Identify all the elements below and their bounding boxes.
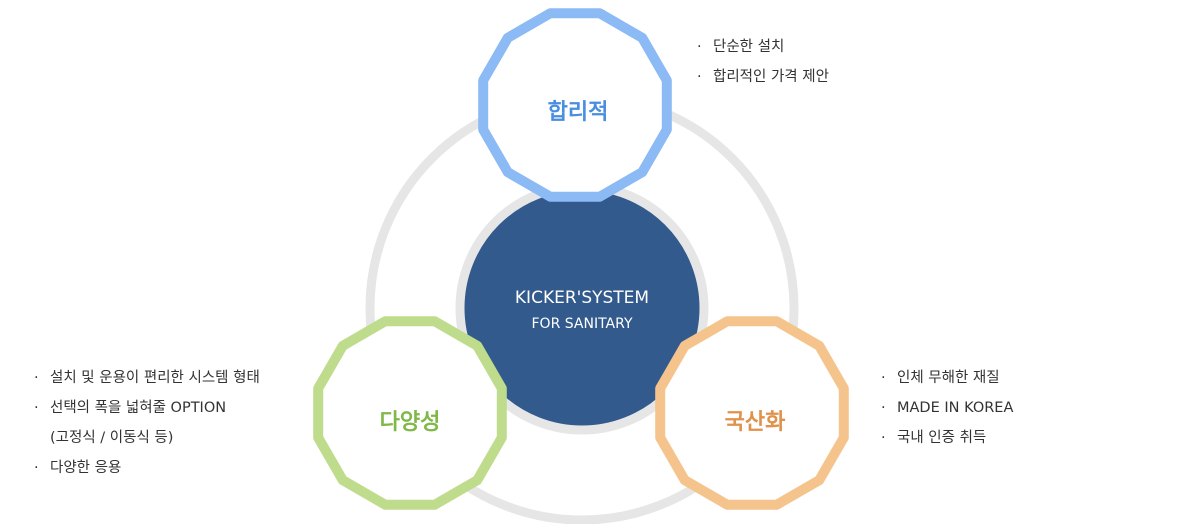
dodecagon-left bbox=[313, 316, 507, 510]
bullet-item: (고정식 / 이동식 등) bbox=[50, 430, 174, 446]
localization-bullets: ·인체 무해한 재질 ·MADE IN KOREA ·국내 인증 취득 bbox=[881, 363, 1013, 453]
node-label-diversity: 다양성 bbox=[379, 410, 441, 435]
bullet-item: ·설치 및 운용이 편리한 시스템 형태 bbox=[34, 370, 260, 386]
node-label-localization: 국산화 bbox=[724, 410, 786, 435]
diversity-bullets: ·설치 및 운용이 편리한 시스템 형태 ·선택의 폭을 넓혀줄 OPTION … bbox=[34, 363, 260, 483]
bullet-item: ·인체 무해한 재질 bbox=[881, 370, 1000, 386]
bullet-item: ·다양한 응용 bbox=[34, 460, 122, 476]
bullet-item: ·국내 인증 취득 bbox=[881, 430, 987, 446]
bullet-item: ·선택의 폭을 넓혀줄 OPTION bbox=[34, 400, 227, 416]
bullet-item: ·단순한 설치 bbox=[697, 39, 785, 55]
rational-bullets: ·단순한 설치 ·합리적인 가격 제안 bbox=[697, 32, 829, 92]
bullet-item: ·합리적인 가격 제안 bbox=[697, 69, 829, 85]
center-title: KICKER'SYSTEM bbox=[514, 288, 650, 308]
dodecagon-top bbox=[478, 8, 672, 202]
node-label-rational: 합리적 bbox=[547, 100, 609, 125]
center-subtitle: FOR SANITARY bbox=[531, 316, 633, 332]
bullet-item: ·MADE IN KOREA bbox=[881, 400, 1014, 416]
dodecagon-right bbox=[655, 316, 849, 510]
